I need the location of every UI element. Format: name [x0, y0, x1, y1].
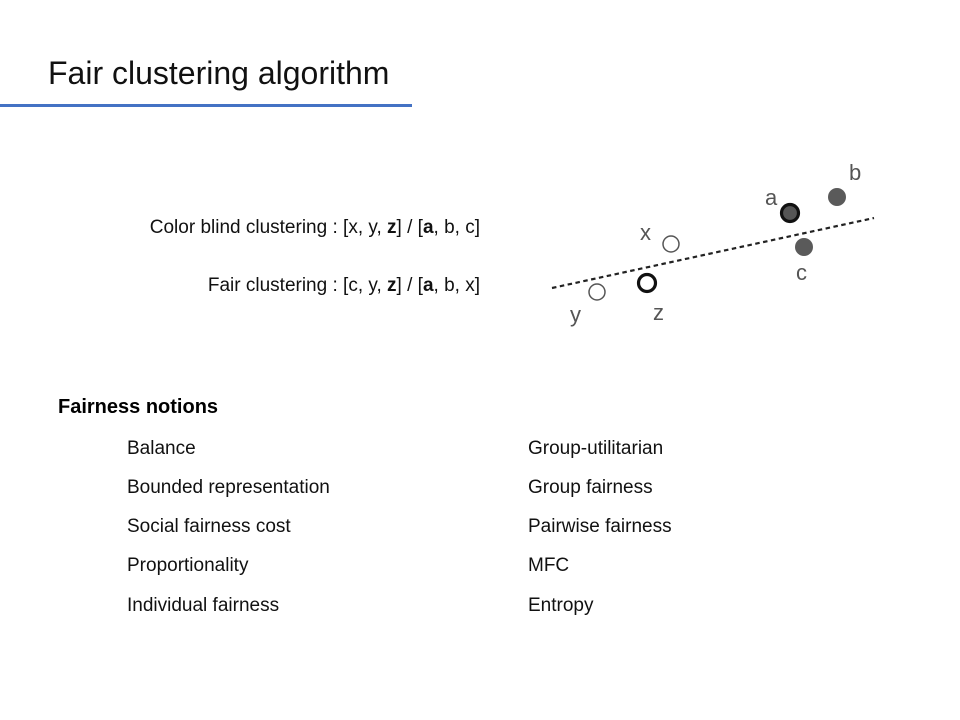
label-b: b [849, 160, 861, 185]
cb-c2-0: a [422, 217, 434, 238]
point-b [828, 188, 846, 206]
notion-left-2: Social fairness cost [127, 516, 291, 537]
notion-right-1: Group fairness [528, 477, 653, 498]
cb-c1-0: x [348, 217, 358, 238]
fc-c2-2: x [465, 275, 475, 296]
notion-left-4: Individual fairness [127, 595, 280, 616]
point-x [662, 235, 680, 253]
notion-left-3: Proportionality [127, 555, 249, 576]
cb-c2-1: b [444, 217, 455, 238]
color-blind-label: Color blind clustering : [149, 217, 344, 238]
title-underline [0, 104, 412, 107]
point-z [636, 272, 658, 294]
fc-c1-1: y [368, 275, 377, 296]
color-blind-clustering-line: Color blind clustering : [x, y, z] / [a,… [149, 217, 480, 238]
notion-left-1: Bounded representation [127, 477, 330, 498]
label-x: x [640, 220, 651, 245]
point-a [779, 202, 801, 224]
fc-c2-1: b [444, 275, 455, 296]
fair-label: Fair clustering : [207, 275, 344, 296]
label-a: a [765, 185, 778, 210]
notion-right-0: Group-utilitarian [528, 438, 664, 459]
label-c: c [796, 260, 807, 285]
fairness-notions-heading: Fairness notions [58, 396, 219, 418]
separator-dashed-line [551, 216, 875, 290]
fair-clustering-line: Fair clustering : [c, y, z] / [a, b, x] [207, 275, 480, 296]
fc-c1-0: c [348, 275, 358, 296]
notion-right-4: Entropy [528, 595, 594, 616]
clustering-diagram: a b c x y z [551, 160, 875, 327]
point-y [588, 283, 606, 301]
cb-c1-1: y [368, 217, 377, 238]
fc-c1-2: z [387, 275, 397, 296]
cb-c2-2: c [465, 217, 475, 238]
fc-c2-0: a [422, 275, 434, 296]
notion-right-3: MFC [528, 555, 570, 576]
label-z: z [653, 300, 664, 325]
label-y: y [570, 302, 581, 327]
point-c [795, 238, 813, 256]
notion-left-0: Balance [127, 438, 196, 459]
notion-right-2: Pairwise fairness [528, 516, 672, 537]
cb-c1-2: z [387, 217, 397, 238]
slide-title: Fair clustering algorithm [48, 55, 390, 91]
